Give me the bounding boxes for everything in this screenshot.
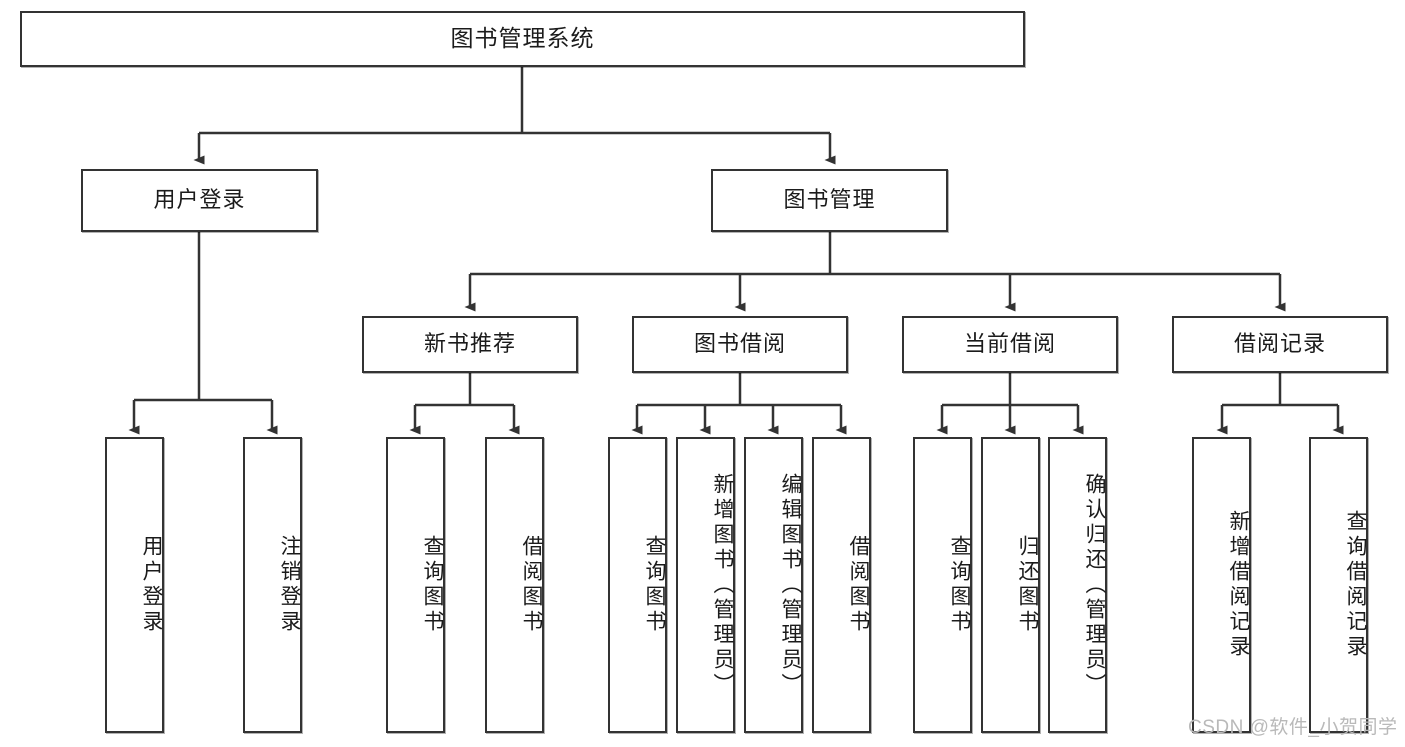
node-borrow-record-label: 借阅记录 [1233, 331, 1326, 357]
leaf-add-book-label: 新增图书（管理员） [711, 472, 734, 698]
leaf-borrow-book-1[interactable]: 借阅图书 [485, 437, 544, 733]
node-borrow-record[interactable]: 借阅记录 [1172, 316, 1388, 373]
leaf-edit-book[interactable]: 编辑图书（管理员） [744, 437, 803, 733]
node-book-management[interactable]: 图书管理 [711, 169, 948, 232]
leaf-query-book-2-label: 查询图书 [643, 535, 666, 635]
leaf-return-book-label: 归还图书 [1016, 535, 1039, 635]
node-new-book-recommend[interactable]: 新书推荐 [362, 316, 578, 373]
leaf-add-book[interactable]: 新增图书（管理员） [676, 437, 735, 733]
leaf-confirm-return[interactable]: 确认归还（管理员） [1048, 437, 1107, 733]
node-root-label: 图书管理系统 [450, 25, 595, 52]
leaf-query-book-2[interactable]: 查询图书 [608, 437, 667, 733]
node-user-login-label: 用户登录 [153, 187, 246, 213]
csdn-watermark: CSDN @软件_小贺同学 [1188, 717, 1398, 738]
leaf-borrow-book-2[interactable]: 借阅图书 [812, 437, 871, 733]
leaf-add-record-label: 新增借阅记录 [1227, 510, 1250, 660]
leaf-query-record[interactable]: 查询借阅记录 [1309, 437, 1368, 733]
leaf-user-login-label: 用户登录 [140, 535, 163, 635]
node-book-borrow[interactable]: 图书借阅 [632, 316, 848, 373]
node-user-login[interactable]: 用户登录 [81, 169, 318, 232]
leaf-query-book-3[interactable]: 查询图书 [913, 437, 972, 733]
leaf-edit-book-label: 编辑图书（管理员） [779, 472, 802, 698]
leaf-return-book[interactable]: 归还图书 [981, 437, 1040, 733]
leaf-query-record-label: 查询借阅记录 [1344, 510, 1367, 660]
leaf-user-login[interactable]: 用户登录 [105, 437, 164, 733]
node-current-borrow-label: 当前借阅 [963, 331, 1056, 357]
node-current-borrow[interactable]: 当前借阅 [902, 316, 1118, 373]
leaf-query-book-3-label: 查询图书 [948, 535, 971, 635]
leaf-query-book-1[interactable]: 查询图书 [386, 437, 445, 733]
leaf-borrow-book-2-label: 借阅图书 [847, 535, 870, 635]
leaf-query-book-1-label: 查询图书 [421, 535, 444, 635]
leaf-borrow-book-1-label: 借阅图书 [520, 535, 543, 635]
leaf-logout-login[interactable]: 注销登录 [243, 437, 302, 733]
node-new-book-recommend-label: 新书推荐 [423, 331, 516, 357]
node-book-borrow-label: 图书借阅 [693, 331, 786, 357]
leaf-confirm-return-label: 确认归还（管理员） [1083, 472, 1106, 698]
leaf-add-record[interactable]: 新增借阅记录 [1192, 437, 1251, 733]
node-book-management-label: 图书管理 [783, 187, 876, 213]
node-root[interactable]: 图书管理系统 [20, 11, 1025, 67]
leaf-logout-login-label: 注销登录 [278, 535, 301, 635]
